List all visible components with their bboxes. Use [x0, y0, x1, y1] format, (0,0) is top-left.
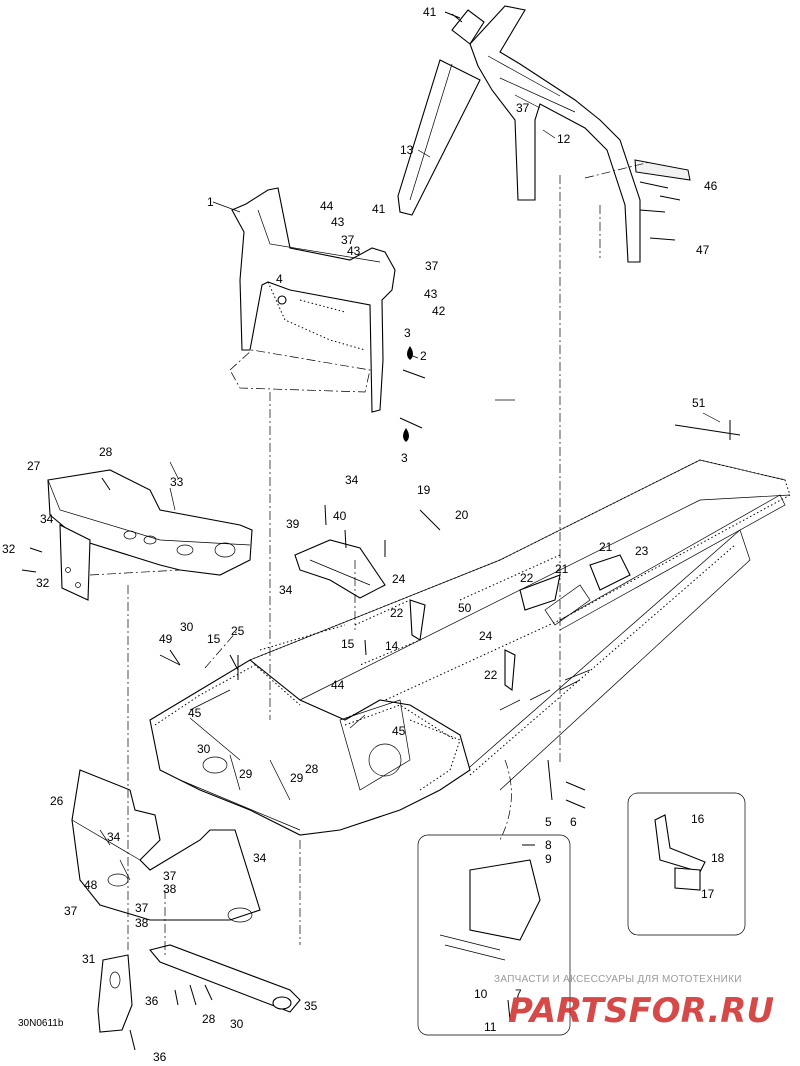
callout-30: 30 — [230, 1017, 244, 1031]
callout-36: 36 — [153, 1050, 167, 1064]
callout-45: 45 — [392, 724, 406, 738]
callout-50: 50 — [458, 601, 472, 615]
front-frame-part — [229, 187, 396, 413]
callout-20: 20 — [455, 508, 469, 522]
slide-rail-bracket-part — [409, 554, 631, 692]
callout-31: 31 — [82, 952, 96, 966]
callout-34: 34 — [345, 473, 359, 487]
callout-37: 37 — [341, 233, 355, 247]
callout-3: 3 — [404, 326, 411, 340]
steering-column-support-part — [397, 5, 691, 263]
callout-33: 33 — [170, 475, 184, 489]
callout-42: 42 — [432, 304, 446, 318]
callout-39: 39 — [286, 517, 300, 531]
callout-15: 15 — [341, 637, 355, 651]
callout-35: 35 — [304, 999, 318, 1013]
callout-28: 28 — [305, 762, 319, 776]
callout-29: 29 — [239, 767, 253, 781]
callout-38: 38 — [135, 916, 149, 930]
mounting-bracket-part — [294, 539, 386, 599]
callout-9: 9 — [545, 852, 552, 866]
callout-34: 34 — [107, 830, 121, 844]
callout-43: 43 — [347, 244, 361, 258]
callout-24: 24 — [479, 629, 493, 643]
callout-46: 46 — [704, 179, 718, 193]
callout-28: 28 — [99, 445, 113, 459]
callout-51: 51 — [692, 396, 706, 410]
callout-40: 40 — [333, 509, 347, 523]
footrest-panel-part — [71, 769, 261, 923]
callout-47: 47 — [696, 243, 710, 257]
callout-34: 34 — [253, 851, 267, 865]
tunnel-chassis-part — [149, 459, 791, 836]
callout-19: 19 — [417, 483, 431, 497]
thread-locker-drops — [403, 346, 413, 442]
callout-44: 44 — [320, 199, 334, 213]
callout-10: 10 — [474, 987, 488, 1001]
callout-34: 34 — [40, 512, 54, 526]
callout-2: 2 — [420, 349, 427, 363]
callout-36: 36 — [145, 994, 159, 1008]
hardware-fasteners — [21, 11, 741, 1051]
callout-37: 37 — [425, 259, 439, 273]
callout-28: 28 — [202, 1012, 216, 1026]
callout-16: 16 — [691, 812, 705, 826]
callout-44: 44 — [331, 678, 345, 692]
callout-6: 6 — [570, 815, 577, 829]
callout-27: 27 — [27, 459, 41, 473]
detail-inset-footrest — [417, 834, 571, 1036]
callout-26: 26 — [50, 794, 64, 808]
callout-22: 22 — [484, 668, 498, 682]
callout-21: 21 — [599, 540, 613, 554]
callout-15: 15 — [207, 632, 221, 646]
callout-45: 45 — [188, 706, 202, 720]
callout-23: 23 — [635, 544, 649, 558]
callout-37: 37 — [135, 901, 149, 915]
callout-7: 7 — [515, 987, 522, 1001]
callout-24: 24 — [392, 572, 406, 586]
callout-leaders — [159, 129, 721, 761]
callout-41: 41 — [372, 202, 386, 216]
watermark-logo: PARTSFOR.RU — [508, 991, 774, 1031]
rear-bumper-bracket-part — [47, 469, 253, 601]
callout-5: 5 — [545, 815, 552, 829]
callout-labels: 41 37 12 13 46 47 1 44 41 43 37 43 37 4 … — [2, 5, 725, 1064]
callout-12: 12 — [557, 132, 571, 146]
callout-37: 37 — [516, 101, 530, 115]
callout-1: 1 — [207, 195, 214, 209]
callout-30: 30 — [197, 742, 211, 756]
callout-43: 43 — [331, 215, 345, 229]
callout-32: 32 — [36, 576, 50, 590]
callout-4: 4 — [276, 272, 283, 286]
callout-8: 8 — [545, 838, 552, 852]
assembly-guide-lines — [127, 161, 651, 955]
callout-11: 11 — [484, 1020, 497, 1034]
detail-inset-bracket — [627, 792, 746, 936]
diagram-code: 30N0611b — [18, 1018, 64, 1029]
callout-17: 17 — [701, 887, 715, 901]
cross-member-part — [97, 944, 301, 1033]
callout-13: 13 — [400, 143, 414, 157]
callout-37: 37 — [163, 869, 177, 883]
callout-25: 25 — [231, 624, 245, 638]
callout-14: 14 — [385, 639, 399, 653]
callout-48: 48 — [84, 878, 98, 892]
callout-22: 22 — [390, 606, 404, 620]
callout-37-left: 37 — [64, 904, 78, 918]
callout-43: 43 — [424, 287, 438, 301]
callout-34: 34 — [279, 583, 293, 597]
callout-18: 18 — [711, 851, 725, 865]
callout-21: 21 — [555, 562, 569, 576]
callout-49: 49 — [159, 632, 173, 646]
watermark-tagline: ЗАПЧАСТИ И АКСЕССУАРЫ ДЛЯ МОТОТЕХНИКИ — [494, 974, 742, 985]
callout-3: 3 — [401, 451, 408, 465]
callout-41: 41 — [423, 5, 437, 19]
callout-38: 38 — [163, 882, 177, 896]
callout-22: 22 — [520, 571, 534, 585]
callout-30: 30 — [180, 620, 194, 634]
callout-32: 32 — [2, 542, 16, 556]
callout-29: 29 — [290, 771, 304, 785]
